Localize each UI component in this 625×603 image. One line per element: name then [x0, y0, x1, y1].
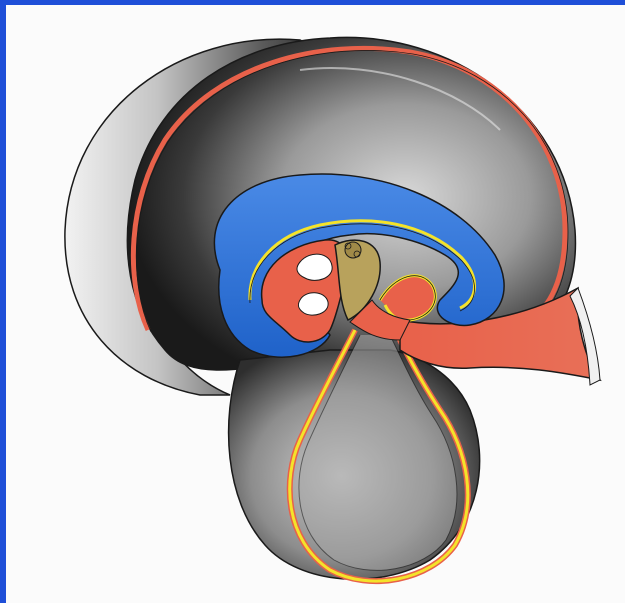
embryo-diagram — [6, 5, 625, 603]
neural-cavity-lower — [298, 293, 328, 315]
embryo-diagram-svg — [6, 5, 625, 603]
